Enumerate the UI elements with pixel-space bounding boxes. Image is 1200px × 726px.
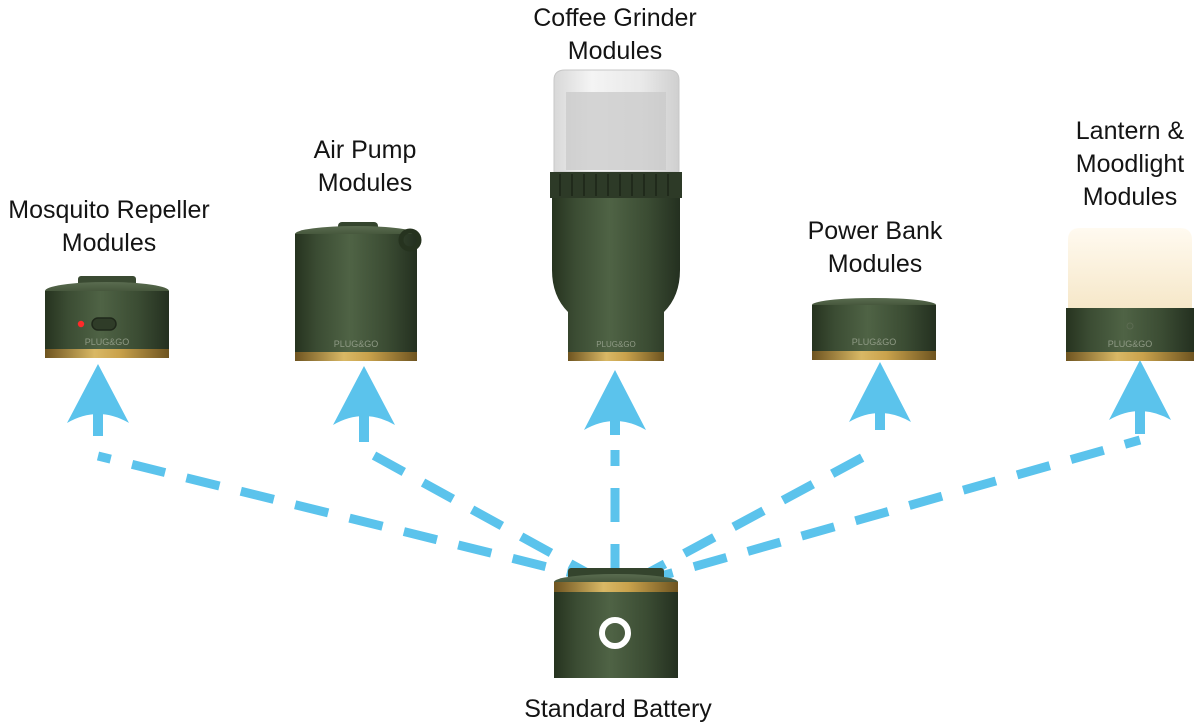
label-line: Power Bank (807, 217, 943, 245)
label-line: Modules (827, 250, 923, 278)
arrow-up-icon (67, 364, 129, 436)
label-line: Modules (317, 169, 413, 197)
svg-text:PLUG&GO: PLUG&GO (852, 337, 897, 347)
connector-mosquito (96, 451, 602, 585)
svg-text:PLUG&GO: PLUG&GO (1108, 339, 1153, 349)
label-standard-battery: Standard Battery (500, 693, 736, 726)
label-line: Modules (567, 37, 663, 65)
dashed-connectors (96, 435, 1142, 587)
svg-text:PLUG&GO: PLUG&GO (85, 337, 130, 347)
label-line: Standard Battery (524, 695, 712, 723)
power-ring-icon (599, 617, 631, 649)
standard-battery-image (554, 568, 678, 678)
label-mosquito-repeller: Mosquito Repeller Modules (0, 194, 218, 260)
coffee-grinder-image: PLUG&GO (550, 69, 682, 361)
arrow-up-icon (333, 366, 395, 442)
label-coffee-grinder: Coffee Grinder Modules (510, 2, 720, 68)
arrow-up-icon (584, 370, 646, 435)
svg-text:PLUG&GO: PLUG&GO (334, 339, 379, 349)
label-lantern-moodlight: Lantern & Moodlight Modules (1060, 115, 1200, 214)
label-line: Lantern & (1075, 117, 1185, 145)
label-line: Mosquito Repeller (8, 196, 210, 224)
arrow-up-icon (849, 362, 911, 430)
svg-text:PLUG&GO: PLUG&GO (596, 340, 636, 349)
lantern-image: PLUG&GO (1066, 228, 1194, 361)
arrow-up-icon (1109, 360, 1171, 434)
label-line: Modules (61, 229, 157, 257)
connector-lantern (638, 435, 1142, 587)
power-bank-image: PLUG&GO (812, 298, 936, 360)
label-line: Coffee Grinder (533, 4, 697, 32)
label-air-pump: Air Pump Modules (285, 134, 445, 200)
air-pump-image: PLUG&GO (295, 222, 422, 361)
label-power-bank: Power Bank Modules (790, 215, 960, 281)
arrows (67, 360, 1171, 442)
label-line: Moodlight (1075, 150, 1185, 178)
connector-powerbank (632, 444, 883, 584)
connector-airpump (361, 446, 603, 584)
label-line: Air Pump (313, 136, 417, 164)
mosquito-repeller-image: PLUG&GO (45, 276, 169, 358)
label-line: Modules (1082, 183, 1178, 211)
